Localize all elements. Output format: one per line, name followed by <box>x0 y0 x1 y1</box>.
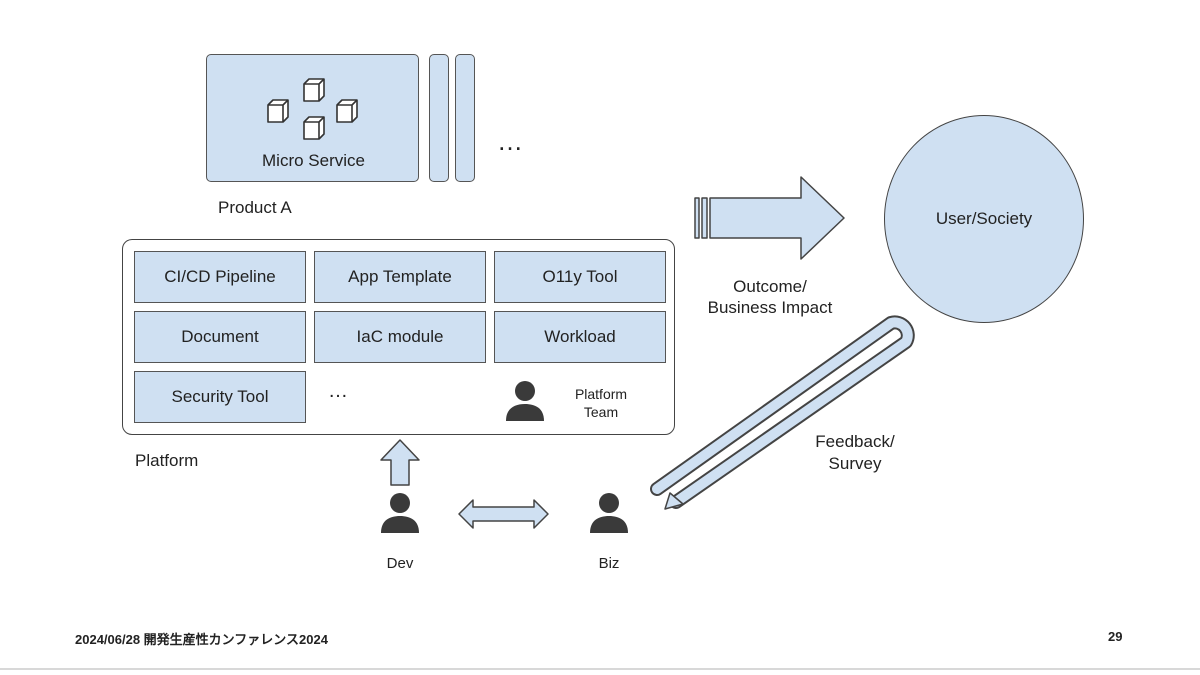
footer-date-event: 2024/06/28 開発生産性カンファレンス2024 <box>75 632 328 647</box>
micro-service-bar-2 <box>455 54 475 182</box>
dev-person-icon <box>381 493 419 533</box>
module-workload: Workload <box>494 311 666 363</box>
module-iac-module: IaC module <box>314 311 486 363</box>
dev-label: Dev <box>386 555 414 572</box>
product-a-caption: Product A <box>218 198 292 217</box>
cubes-icon <box>267 78 358 140</box>
page-number: 29 <box>1108 629 1123 644</box>
module-app-template: App Template <box>314 251 486 303</box>
biz-person-icon <box>590 493 628 533</box>
user-society-circle: User/Society <box>884 115 1084 323</box>
outcome-label-line2: Business Impact <box>707 298 833 317</box>
dev-biz-double-arrow <box>458 499 549 529</box>
platform-ellipsis: … <box>328 380 350 402</box>
micro-service-label: Micro Service <box>262 151 365 170</box>
micro-service-box: Micro Service <box>206 54 419 182</box>
outcome-arrow <box>694 176 845 260</box>
product-ellipsis: … <box>497 126 525 156</box>
platform-team-label-line2: Team <box>583 404 619 420</box>
feedback-label-line1: Feedback/ <box>815 432 895 451</box>
module-cicd-pipeline: CI/CD Pipeline <box>134 251 306 303</box>
micro-service-bar-1 <box>429 54 449 182</box>
platform-team-person-icon <box>506 381 544 421</box>
module-security-tool: Security Tool <box>134 371 306 423</box>
footer-rule <box>0 668 1200 670</box>
user-society-label: User/Society <box>935 209 1033 228</box>
biz-label: Biz <box>598 555 620 572</box>
platform-team-label-line1: Platform <box>574 386 628 402</box>
outcome-label-line1: Outcome/ <box>733 277 807 296</box>
module-o11y-tool: O11y Tool <box>494 251 666 303</box>
feedback-label-line2: Survey <box>828 454 882 473</box>
module-document: Document <box>134 311 306 363</box>
platform-caption: Platform <box>135 451 199 470</box>
feedback-arrow <box>650 315 915 510</box>
dev-up-arrow <box>380 439 420 486</box>
